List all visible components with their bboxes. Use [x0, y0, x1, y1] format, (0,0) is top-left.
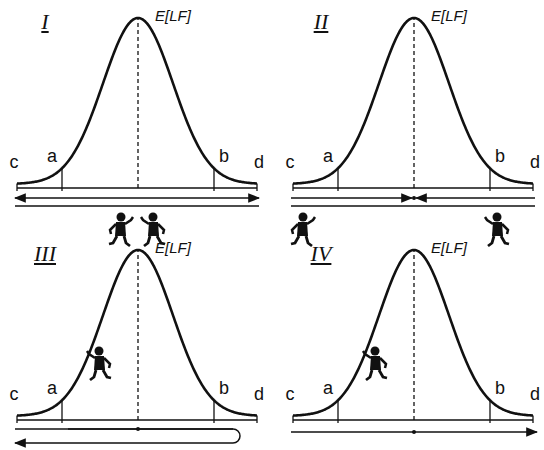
bound-tick — [213, 400, 214, 423]
bound-letter: c — [10, 385, 19, 403]
bound-tick — [532, 415, 533, 423]
mean-line — [137, 18, 138, 188]
bound-tick — [213, 168, 214, 191]
mean-label: E[LF] — [431, 8, 467, 23]
bound-letter: b — [495, 379, 505, 397]
bound-letter: b — [495, 147, 505, 165]
walker-figure — [363, 347, 387, 381]
bound-tick — [16, 184, 17, 191]
walker-figure — [87, 347, 111, 381]
panel-graphic — [15, 18, 259, 246]
bound-letter: d — [530, 153, 540, 171]
axis-line — [17, 187, 257, 189]
bound-letter: c — [286, 385, 295, 403]
bound-letter: a — [47, 379, 57, 397]
bound-letter: c — [286, 153, 295, 171]
walker-figure — [109, 213, 133, 247]
mean-label: E[LF] — [431, 240, 467, 255]
panel-number: I — [41, 11, 48, 33]
panel-graphic — [291, 18, 535, 246]
bound-letter: b — [219, 379, 229, 397]
bound-letter: a — [323, 147, 333, 165]
bound-tick — [256, 183, 257, 191]
bound-letter: a — [323, 379, 333, 397]
bound-letter: c — [10, 153, 19, 171]
bound-tick — [489, 168, 490, 191]
walker-figure — [485, 213, 509, 247]
panel-graphic — [291, 250, 537, 434]
panel-graphic — [15, 250, 257, 443]
panel-number: IV — [311, 243, 332, 265]
mean-line — [137, 250, 138, 420]
bound-tick — [61, 168, 62, 191]
bound-tick — [337, 168, 338, 191]
axis-line — [17, 419, 257, 421]
bound-letter: d — [530, 385, 540, 403]
bound-tick — [256, 415, 257, 423]
panel-number: III — [34, 243, 56, 265]
bell-curve — [293, 18, 533, 184]
axis-line — [293, 187, 533, 189]
bound-tick — [489, 400, 490, 423]
bound-tick — [532, 183, 533, 191]
bound-tick — [292, 416, 293, 423]
bell-curve — [17, 18, 257, 184]
mean-line — [413, 250, 414, 420]
bound-tick — [292, 184, 293, 191]
bound-letter: d — [254, 153, 264, 171]
bound-letter: d — [254, 385, 264, 403]
axis-line — [293, 419, 533, 421]
mean-label: E[LF] — [155, 240, 191, 255]
walker-figure — [291, 213, 315, 247]
mean-label: E[LF] — [155, 8, 191, 23]
bell-curve — [17, 250, 257, 416]
mean-line — [413, 18, 414, 188]
bound-tick — [337, 400, 338, 423]
bound-letter: a — [47, 147, 57, 165]
bound-letter: b — [219, 147, 229, 165]
panel-number: II — [314, 11, 329, 33]
bound-tick — [16, 416, 17, 423]
bound-tick — [61, 400, 62, 423]
bell-curve — [293, 250, 533, 416]
